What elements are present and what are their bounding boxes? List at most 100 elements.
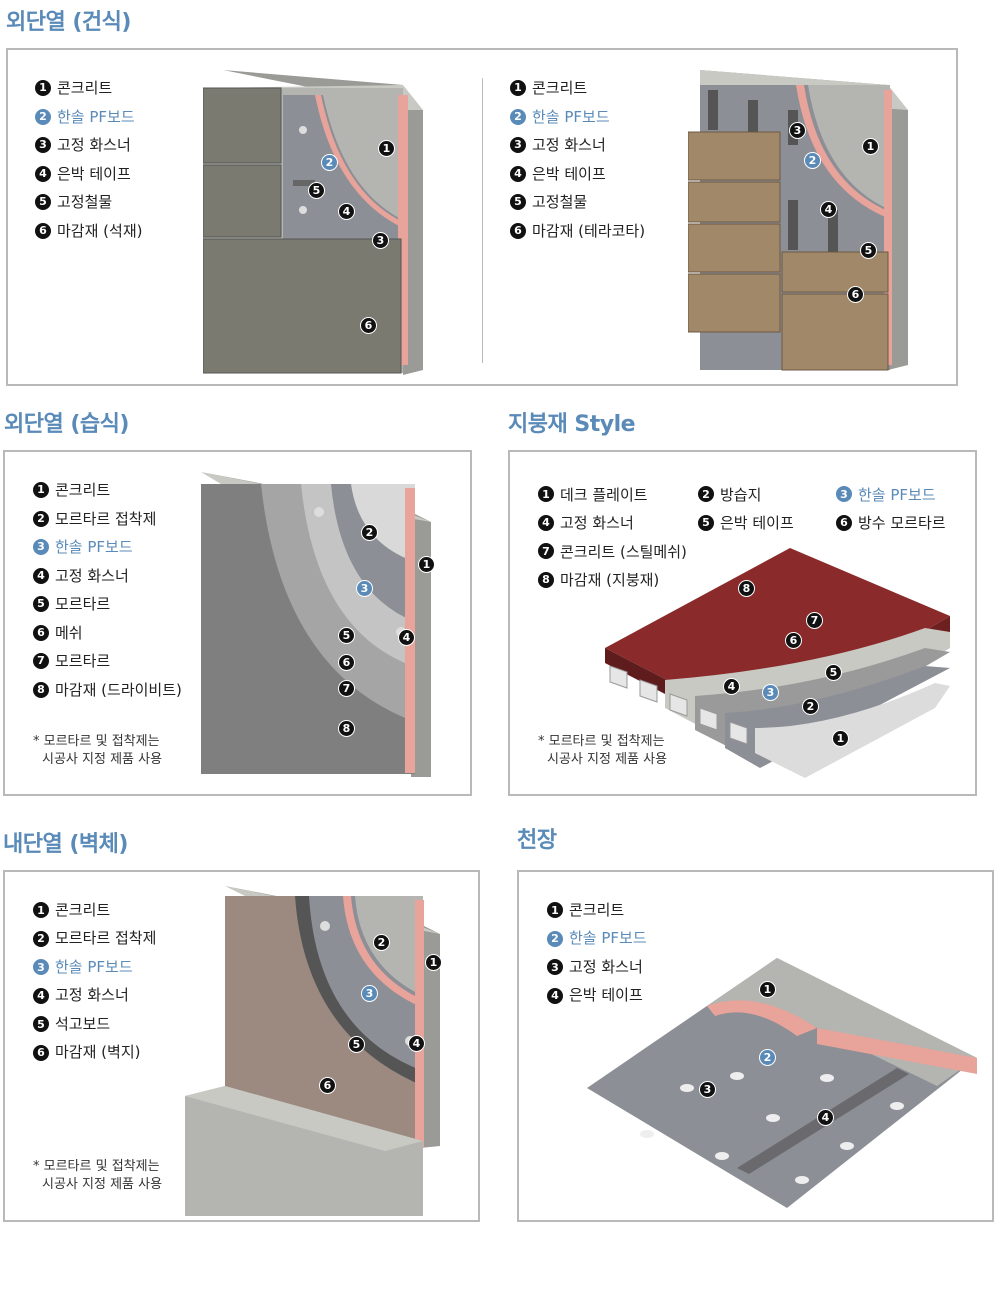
- callout-5: 5: [308, 182, 325, 199]
- callout-2: 2: [759, 1049, 776, 1066]
- callout-4: 4: [408, 1035, 425, 1052]
- section-title-ceiling: 천장: [517, 828, 557, 853]
- note-line: * 모르타르 및 접착제는: [33, 1159, 160, 1174]
- legend-label: 마감재 (벽지): [55, 1043, 141, 1061]
- legend-item: 7 모르타르: [33, 647, 182, 676]
- note-line: * 모르타르 및 접착제는: [33, 734, 160, 749]
- callout-4: 4: [723, 678, 740, 695]
- callout-6: 6: [847, 286, 864, 303]
- callout-7: 7: [338, 680, 355, 697]
- number-badge: 5: [510, 194, 526, 211]
- callout-1: 1: [378, 140, 395, 157]
- legend-label: 모르타르 접착제: [55, 929, 157, 947]
- legend-label: 한솔 PF보드: [55, 538, 133, 556]
- number-badge: 6: [836, 514, 852, 531]
- legend-label: 고정 화스너: [569, 957, 643, 976]
- callout-1: 1: [418, 556, 435, 573]
- number-badge: 1: [33, 902, 49, 919]
- legend-label: 석고보드: [55, 1014, 111, 1033]
- number-badge: 1: [547, 902, 563, 919]
- number-badge: 3: [510, 137, 526, 154]
- number-badge: 3: [35, 137, 51, 154]
- legend-label: 고정철물: [57, 193, 113, 211]
- callout-1: 1: [759, 981, 776, 998]
- legend-label: 고정 화스너: [532, 136, 606, 154]
- roof-illustration: [605, 548, 950, 778]
- legend-label: 콘크리트: [569, 900, 625, 919]
- legend-label: 모르타르 접착제: [55, 509, 157, 528]
- legend-label: 은박 테이프: [532, 164, 606, 183]
- legend-label: 모르타르: [55, 652, 111, 670]
- legend-label: 한솔 PF보드: [57, 107, 135, 126]
- callout-4: 4: [398, 629, 415, 646]
- number-badge: 4: [35, 165, 51, 182]
- callout-1: 1: [425, 954, 442, 971]
- callout-5: 5: [348, 1036, 365, 1053]
- number-badge: 8: [538, 571, 554, 588]
- callout-5: 5: [825, 664, 842, 681]
- legend-item: 5 석고보드: [33, 1010, 156, 1039]
- callout-6: 6: [360, 317, 377, 334]
- legend-item: 8 마감재 (드라이비트): [33, 676, 182, 705]
- number-badge: 7: [538, 543, 554, 560]
- section-title-roof: 지붕재 Style: [508, 412, 636, 437]
- number-badge: 1: [33, 482, 49, 499]
- callout-4: 4: [820, 201, 837, 218]
- number-badge: 5: [35, 194, 51, 211]
- legend-label: 고정 화스너: [55, 986, 129, 1004]
- legend-label: 마감재 (석재): [57, 221, 143, 240]
- callout-6: 6: [338, 654, 355, 671]
- number-badge: 4: [33, 567, 49, 584]
- callout-8: 8: [338, 720, 355, 737]
- section-title-dry: 외단열 (건식): [6, 10, 131, 35]
- number-badge: 2: [33, 510, 49, 527]
- callout-1: 1: [862, 138, 879, 155]
- legend-label: 콘크리트: [532, 79, 588, 97]
- callout-3: 3: [372, 232, 389, 249]
- number-badge: 4: [538, 514, 554, 531]
- legend-item: 2 모르타르 접착제: [33, 505, 182, 534]
- callout-5: 5: [338, 627, 355, 644]
- legend-item: 3 고정 화스너: [547, 953, 647, 982]
- legend-label: 한솔 PF보드: [858, 485, 936, 504]
- callout-2: 2: [361, 524, 378, 541]
- number-badge: 8: [33, 681, 49, 698]
- legend-label: 고정 화스너: [55, 566, 129, 585]
- note-roof: * 모르타르 및 접착제는 시공사 지정 제품 사용: [538, 733, 667, 769]
- legend-item: 1 콘크리트: [547, 896, 647, 925]
- callout-4: 4: [338, 203, 355, 220]
- number-badge: 5: [698, 514, 714, 531]
- note-line: 시공사 지정 제품 사용: [547, 752, 668, 767]
- number-badge: 7: [33, 653, 49, 670]
- legend-label: 콘크리트: [55, 900, 111, 919]
- number-badge: 3: [547, 959, 563, 976]
- number-badge: 5: [33, 1016, 49, 1033]
- legend-label: 마감재 (드라이비트): [55, 680, 182, 699]
- note-inner: * 모르타르 및 접착제는 시공사 지정 제품 사용: [33, 1158, 162, 1194]
- wet-illustration: [201, 472, 431, 777]
- dry-stone-illustration: [203, 70, 423, 375]
- number-badge: 2: [698, 486, 714, 503]
